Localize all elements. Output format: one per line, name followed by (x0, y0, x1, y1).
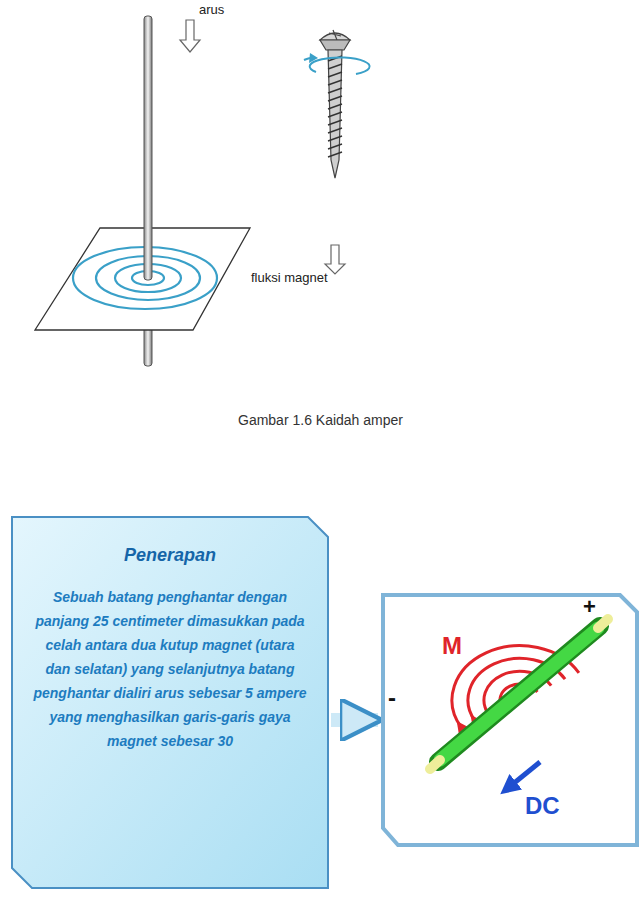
plane (35, 228, 250, 330)
screw-thread (328, 128, 342, 133)
screw-thread (328, 152, 342, 157)
conductor-rod (440, 628, 598, 760)
box-shape (12, 517, 328, 888)
screw-thread (328, 72, 342, 77)
screw-thread (328, 112, 342, 117)
screw (320, 30, 350, 178)
screw-thread (328, 104, 342, 109)
illustration-label: + (583, 594, 596, 620)
illustration-box: + M - DC (380, 592, 638, 848)
rotation-arrowhead (309, 53, 318, 63)
screw-thread (328, 120, 342, 125)
screw-thread (328, 64, 342, 69)
application-box: PenerapanSebuah batang penghantar dengan… (10, 515, 330, 890)
illustration-label: DC (525, 792, 560, 820)
current-arrow (180, 20, 200, 52)
figure-caption: Gambar 1.6 Kaidah amper (0, 412, 641, 428)
box-body: Sebuah batang penghantar dengan panjang … (32, 585, 308, 753)
rod-tip (598, 619, 608, 628)
conductor-rod (438, 626, 600, 762)
label: arus (199, 2, 224, 17)
illustration-label: M (442, 632, 462, 660)
screw-thread (328, 136, 342, 141)
box-outline (10, 515, 330, 890)
screw-thread (328, 144, 342, 149)
flow-arrow-line (331, 719, 378, 721)
illustration-label: - (388, 684, 396, 712)
advance-arrow (325, 245, 345, 274)
screw-thread (328, 88, 342, 93)
conductor-rod (144, 16, 152, 280)
box-outline (380, 592, 638, 848)
current-arrow (508, 762, 540, 788)
box-shape (383, 595, 637, 845)
label: fluksi magnet (251, 270, 328, 285)
rod-tip (430, 760, 440, 769)
screw-thread (328, 96, 342, 101)
screw-thread (328, 80, 342, 85)
box-heading: Penerapan (32, 543, 308, 567)
flow-arrow (331, 713, 378, 727)
